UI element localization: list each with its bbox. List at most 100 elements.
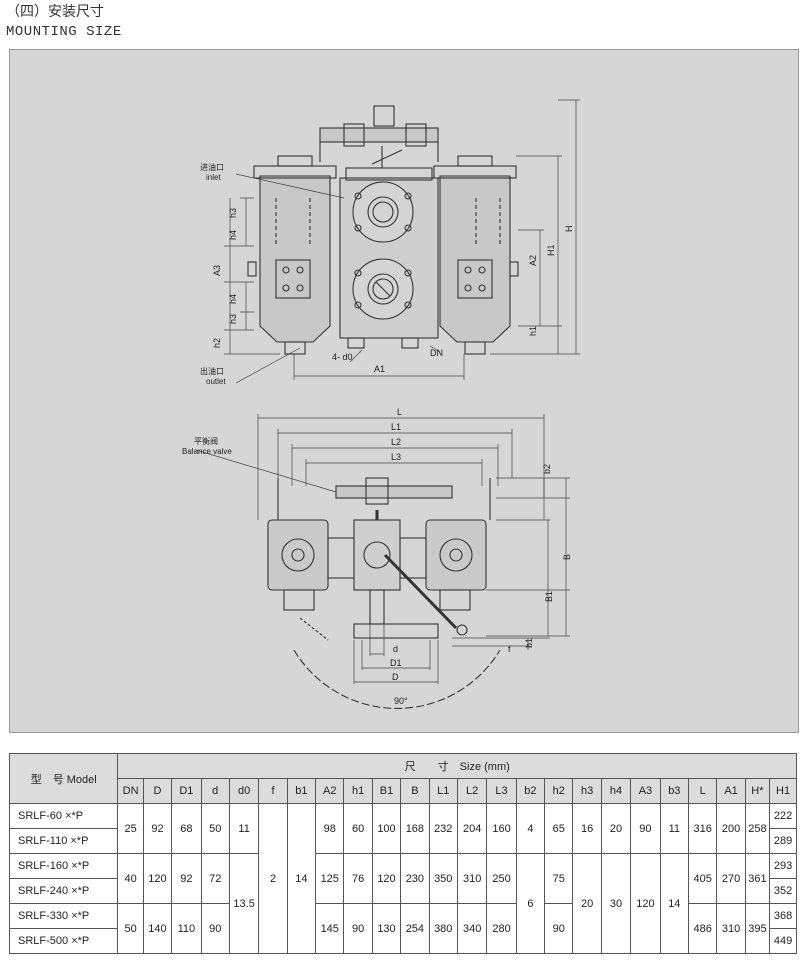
dim-h4-bottom: h4 bbox=[228, 294, 238, 304]
dim-D1: D1 bbox=[390, 658, 402, 668]
cell-d: 50 bbox=[200, 803, 230, 854]
col-header: A1 bbox=[716, 778, 746, 804]
cell-h2: 75 bbox=[544, 853, 574, 904]
plan-valve-body bbox=[353, 519, 401, 591]
cell-B: 230 bbox=[400, 853, 430, 904]
cell-L1: 232 bbox=[428, 803, 458, 854]
table-row: SRLF-110 ×*P 289 bbox=[8, 828, 797, 854]
cell-L3: 280 bbox=[486, 903, 517, 954]
cell-A1: 270 bbox=[716, 853, 746, 904]
cell-D: 120 bbox=[142, 853, 173, 904]
plan-right-housing bbox=[425, 519, 487, 591]
dim-b1: b1 bbox=[524, 638, 534, 648]
model-cell: SRLF-160 ×*P bbox=[8, 853, 119, 879]
table-row: SRLF-500 ×*P 449 bbox=[8, 928, 797, 954]
table-row: SRLF-240 ×*P 352 bbox=[8, 878, 797, 904]
cell-L3: 250 bbox=[486, 853, 517, 904]
mounting-drawing: 进油口 inlet 出油口 outlet h3 h4 A3 h4 h3 h2 A… bbox=[182, 99, 580, 709]
dim-angle: 90° bbox=[394, 696, 408, 706]
col-header: d0 bbox=[228, 778, 260, 804]
dim-h1: h1 bbox=[528, 326, 538, 336]
col-header: H* bbox=[744, 778, 771, 804]
cell-h3: 20 bbox=[572, 853, 602, 954]
outlet-label-cn: 出油口 bbox=[200, 366, 224, 376]
col-header: A2 bbox=[315, 778, 345, 804]
cell-d: 90 bbox=[200, 903, 230, 954]
cell-L: 486 bbox=[687, 903, 718, 954]
model-header: 型 号 Model bbox=[8, 753, 119, 804]
cell-L1: 380 bbox=[428, 903, 458, 954]
balance-valve-label-cn: 平衡阀 bbox=[194, 436, 218, 446]
table-row: SRLF-330 ×*P 50 140 110 90 145 90 130 25… bbox=[8, 903, 797, 954]
dim-f: f bbox=[508, 644, 511, 654]
cell-D1: 92 bbox=[171, 853, 202, 904]
col-header: b1 bbox=[286, 778, 317, 804]
table-row: SRLF-160 ×*P 40 120 92 72 13.5 125 76 12… bbox=[8, 853, 797, 954]
cell-H: 395 bbox=[744, 903, 771, 954]
cell-A3: 90 bbox=[630, 803, 661, 854]
section-header: （四）安装尺寸 MOUNTING SIZE bbox=[6, 2, 122, 42]
left-filter-top-nut bbox=[277, 155, 313, 167]
cell-D1: 110 bbox=[171, 903, 202, 954]
cell-L: 405 bbox=[687, 853, 718, 904]
col-header: h2 bbox=[544, 778, 574, 804]
cell-h2: 90 bbox=[544, 903, 574, 954]
cell-A2: 98 bbox=[315, 803, 345, 854]
cell-d0: 11 bbox=[228, 803, 260, 854]
col-header: f bbox=[258, 778, 288, 804]
cell-L3: 160 bbox=[486, 803, 517, 854]
size-header: 尺 寸 Size (mm) bbox=[117, 753, 797, 779]
col-header: L bbox=[687, 778, 718, 804]
cell-b2: 6 bbox=[515, 853, 546, 954]
dim-h4-top: h4 bbox=[228, 230, 238, 240]
cell-B1: 100 bbox=[371, 803, 402, 854]
dim-H1: H1 bbox=[546, 244, 556, 256]
dim-L2: L2 bbox=[391, 437, 401, 447]
cell-H1: 222 bbox=[769, 803, 797, 829]
cell-B: 254 bbox=[400, 903, 430, 954]
col-header: D1 bbox=[171, 778, 202, 804]
col-header: L3 bbox=[486, 778, 517, 804]
model-cell: SRLF-60 ×*P bbox=[8, 803, 119, 829]
cell-H1: 449 bbox=[769, 928, 797, 954]
col-header: D bbox=[142, 778, 173, 804]
cell-b3: 14 bbox=[659, 853, 690, 954]
dim-L3: L3 bbox=[391, 452, 401, 462]
col-header: b3 bbox=[659, 778, 690, 804]
plan-outlet-flange bbox=[353, 623, 439, 639]
title-chinese: （四）安装尺寸 bbox=[6, 4, 104, 20]
cell-H1: 368 bbox=[769, 903, 797, 929]
col-header: d bbox=[200, 778, 230, 804]
title-english: MOUNTING SIZE bbox=[6, 24, 122, 40]
column-header-row: DN D D1 d d0 f b1 A2 h1 B1 B L1 L2 L3 b2… bbox=[10, 778, 797, 804]
inlet-label-cn: 进油口 bbox=[200, 162, 224, 172]
dim-h3: h3 bbox=[228, 208, 238, 218]
cell-D1: 68 bbox=[171, 803, 202, 854]
dim-A3: A3 bbox=[212, 265, 222, 276]
dim-B: B bbox=[562, 554, 572, 560]
dim-A2: A2 bbox=[528, 255, 538, 266]
dim-B1: B1 bbox=[544, 591, 554, 602]
cell-A1: 200 bbox=[716, 803, 746, 854]
model-cell: SRLF-240 ×*P bbox=[8, 878, 119, 904]
cell-B1: 130 bbox=[371, 903, 402, 954]
cell-H1: 289 bbox=[769, 828, 797, 854]
cell-L1: 350 bbox=[428, 853, 458, 904]
cell-b2: 4 bbox=[515, 803, 546, 854]
cell-A2: 125 bbox=[315, 853, 345, 904]
cell-DN: 25 bbox=[117, 803, 144, 854]
col-header: b2 bbox=[515, 778, 546, 804]
dim-DN: DN bbox=[430, 348, 443, 358]
cell-h1: 90 bbox=[343, 903, 373, 954]
left-indicator-block bbox=[275, 259, 311, 299]
cell-L2: 204 bbox=[456, 803, 488, 854]
cell-A2: 145 bbox=[315, 903, 345, 954]
cell-H1: 293 bbox=[769, 853, 797, 879]
cell-H: 258 bbox=[744, 803, 771, 854]
cell-h1: 60 bbox=[343, 803, 373, 854]
left-drain-plug bbox=[284, 341, 306, 355]
cell-H: 361 bbox=[744, 853, 771, 904]
table-row: SRLF-60 ×*P 25 92 68 50 11 2 14 98 60 10… bbox=[8, 803, 797, 954]
col-header: B bbox=[400, 778, 430, 804]
dim-bolt: 4- d0 bbox=[332, 352, 353, 362]
